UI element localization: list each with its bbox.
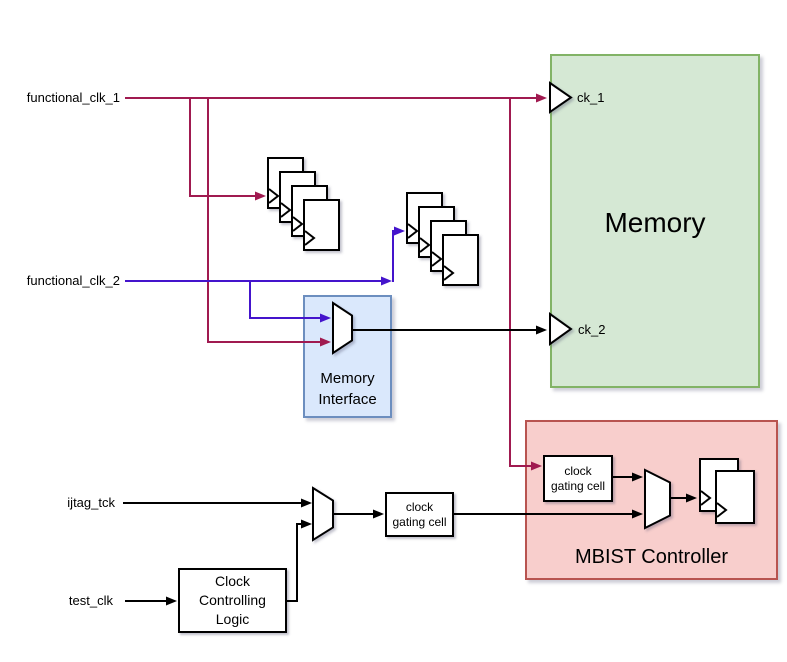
flipflop-clock-caret-icon [419, 237, 431, 253]
arrowhead-ff-group-2 [394, 226, 405, 236]
memory-title: Memory [604, 207, 706, 238]
wire-clk1-to-mbist-cgc [509, 98, 531, 467]
arrowhead-ccl [166, 596, 177, 606]
mbist-cgc-line1: clock [564, 463, 592, 478]
test-clock-mux-icon [312, 486, 334, 542]
wire-ccl-to-test-mux [287, 523, 301, 602]
flipflop-icon [267, 157, 304, 209]
flipflop-group-1 [267, 157, 340, 251]
flipflop-icon [418, 206, 455, 258]
arrowhead-ff-group-1 [255, 191, 266, 201]
flipflop-clock-caret-icon [443, 265, 455, 281]
memory-interface-title-line1: Memory [320, 370, 375, 387]
flipflop-clock-caret-icon [304, 230, 316, 246]
flipflop-icon [279, 171, 316, 223]
memory-block: Memory [550, 54, 760, 388]
label-port-ck2: ck_2 [578, 322, 606, 337]
arrowhead-ck2 [536, 325, 547, 335]
mbist-cgc-line2: gating cell [550, 478, 606, 493]
memory-interface-block: Memory Interface [303, 295, 392, 418]
mbist-clock-gating-cell-box: clock gating cell [543, 455, 613, 502]
flipflop-clock-caret-icon [407, 223, 419, 239]
label-functional-clk-1: functional_clk_1 [26, 90, 120, 105]
mbist-controller-title: MBIST Controller [574, 546, 728, 568]
memory-interface-title: Memory Interface [305, 368, 390, 410]
flipflop-clock-caret-icon [280, 202, 292, 218]
flipflop-group-2 [406, 192, 479, 286]
flipflop-icon [406, 192, 443, 244]
label-test-clk: test_clk [68, 593, 113, 608]
ccl-line2: Logic [215, 611, 250, 627]
flipflop-clock-caret-icon [292, 216, 304, 232]
cgc-line2: gating cell [392, 514, 447, 529]
ccl-line1: Clock Controlling [199, 573, 266, 608]
flipflop-clock-caret-icon [268, 188, 280, 204]
memory-interface-title-line2: Interface [318, 391, 377, 408]
flipflop-icon [303, 199, 340, 251]
arrowhead-cgc [373, 509, 384, 519]
cgc-line1: clock [405, 499, 434, 514]
label-port-ck1: ck_1 [577, 90, 605, 105]
arrowhead-clk2-junction [381, 276, 392, 286]
label-functional-clk-2: functional_clk_2 [26, 273, 120, 288]
clock-gating-cell-box: clock gating cell [385, 492, 454, 537]
flipflop-icon [291, 185, 328, 237]
wire-clk1-to-ff-group-1 [189, 98, 255, 197]
flipflop-clock-caret-icon [431, 251, 443, 267]
flipflop-icon [442, 234, 479, 286]
label-ijtag-tck: ijtag_tck [67, 495, 115, 510]
clock-controlling-logic-box: Clock Controlling Logic [178, 568, 287, 633]
arrowhead-test-mux-in2 [301, 519, 312, 529]
arrowhead-ck1 [536, 93, 547, 103]
flipflop-icon [430, 220, 467, 272]
arrowhead-test-mux-in1 [301, 498, 312, 508]
wire-clk2-to-ff-group-2 [392, 230, 394, 282]
